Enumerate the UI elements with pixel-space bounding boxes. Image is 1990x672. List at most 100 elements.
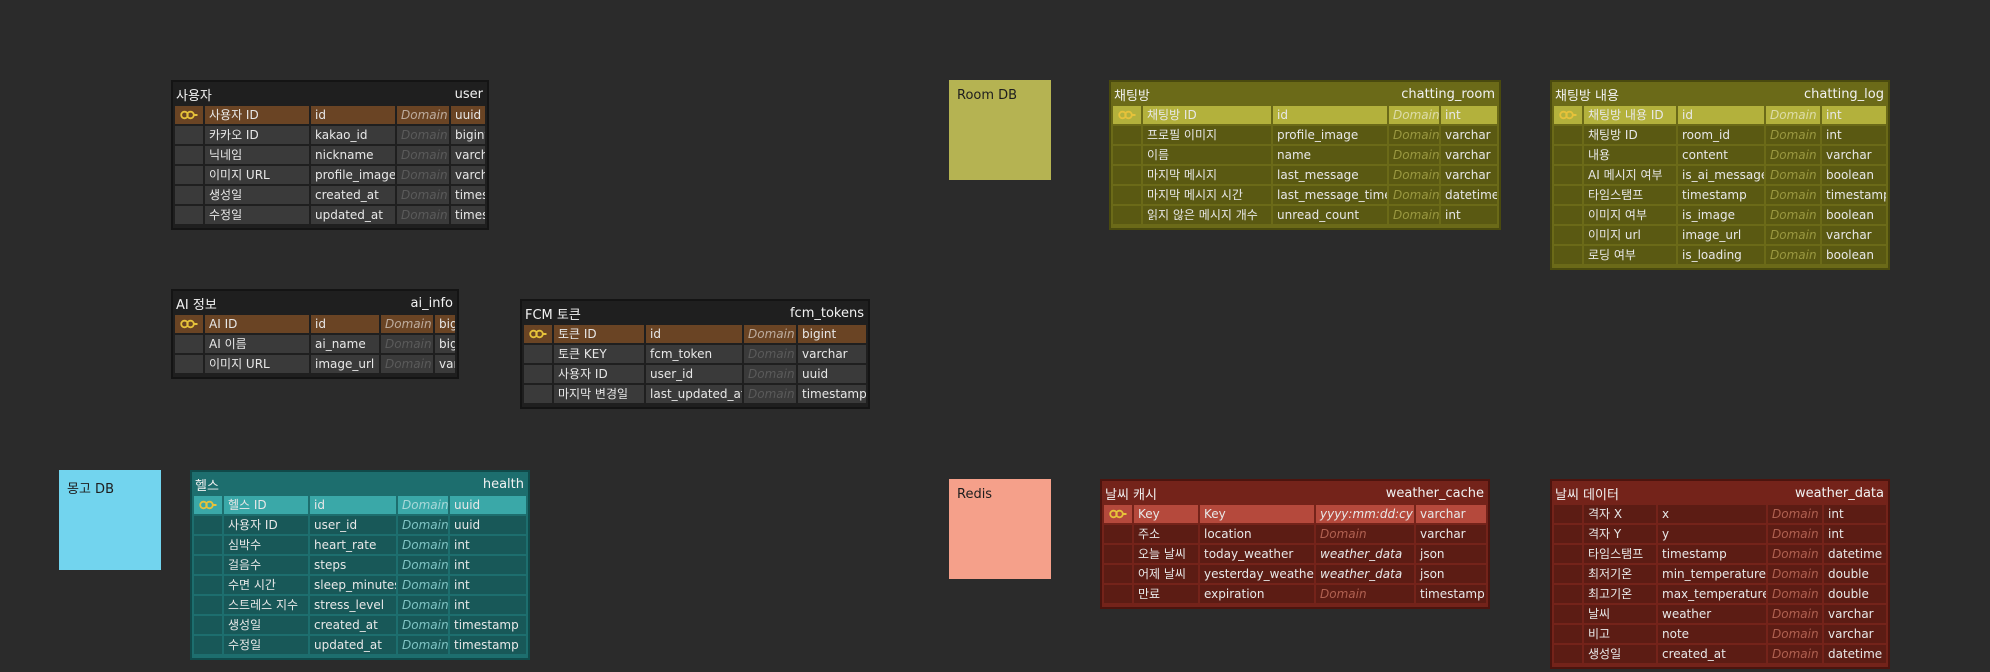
column-type: json [1416,545,1486,563]
table-entity-name: health [482,476,524,492]
column-physical-name: last_updated_at [646,385,742,403]
column-logical-name: 사용자 ID [205,106,309,124]
column-physical-name: id [310,496,396,514]
column-domain: Domain [1766,106,1820,124]
table-title: 사용자 [176,88,212,104]
note-room-db[interactable]: Room DB [949,80,1051,180]
column-domain: Domain [381,315,433,333]
column-logical-name: 이미지 URL [205,166,309,184]
primary-key-icon [1554,106,1582,124]
column-domain: weather_data [1316,545,1414,563]
column-logical-name: 사용자 ID [224,516,308,534]
column-domain: Domain [398,636,448,654]
note-mongo-db[interactable]: 몽고 DB [59,470,161,570]
column-type: int [450,556,526,574]
column-type: bigint [435,315,455,333]
note-redis[interactable]: Redis [949,479,1051,579]
column-type: bigint [451,126,485,144]
column-logical-name: 토큰 KEY [554,345,644,363]
column-logical-name: 주소 [1134,525,1198,543]
column-physical-name: Key [1200,505,1314,523]
column-logical-name: 이미지 여부 [1584,206,1676,224]
table-title: FCM 토큰 [525,307,581,323]
column-physical-name: created_at [1658,645,1766,663]
column-domain: Domain [397,106,449,124]
row-marker [1554,146,1582,164]
column-domain: Domain [397,186,449,204]
column-domain: weather_data [1316,565,1414,583]
column-physical-name: today_weather [1200,545,1314,563]
note-label: Room DB [957,88,1018,103]
column-type: int [1822,126,1886,144]
column-domain: Domain [1389,146,1439,164]
column-domain: Domain [1766,226,1820,244]
row-marker [175,186,203,204]
column-logical-name: 채팅방 ID [1584,126,1676,144]
column-logical-name: 생성일 [1584,645,1656,663]
table-row[interactable]: 닉네임nicknameDomainvarchar [175,146,485,164]
table-entity-name: chatting_log [1804,86,1884,102]
row-marker [1554,565,1582,583]
table-title: 채팅방 내용 [1555,88,1619,104]
column-type: varchar [1441,146,1497,164]
row-marker [1554,525,1582,543]
note-label: 몽고 DB [67,482,114,497]
